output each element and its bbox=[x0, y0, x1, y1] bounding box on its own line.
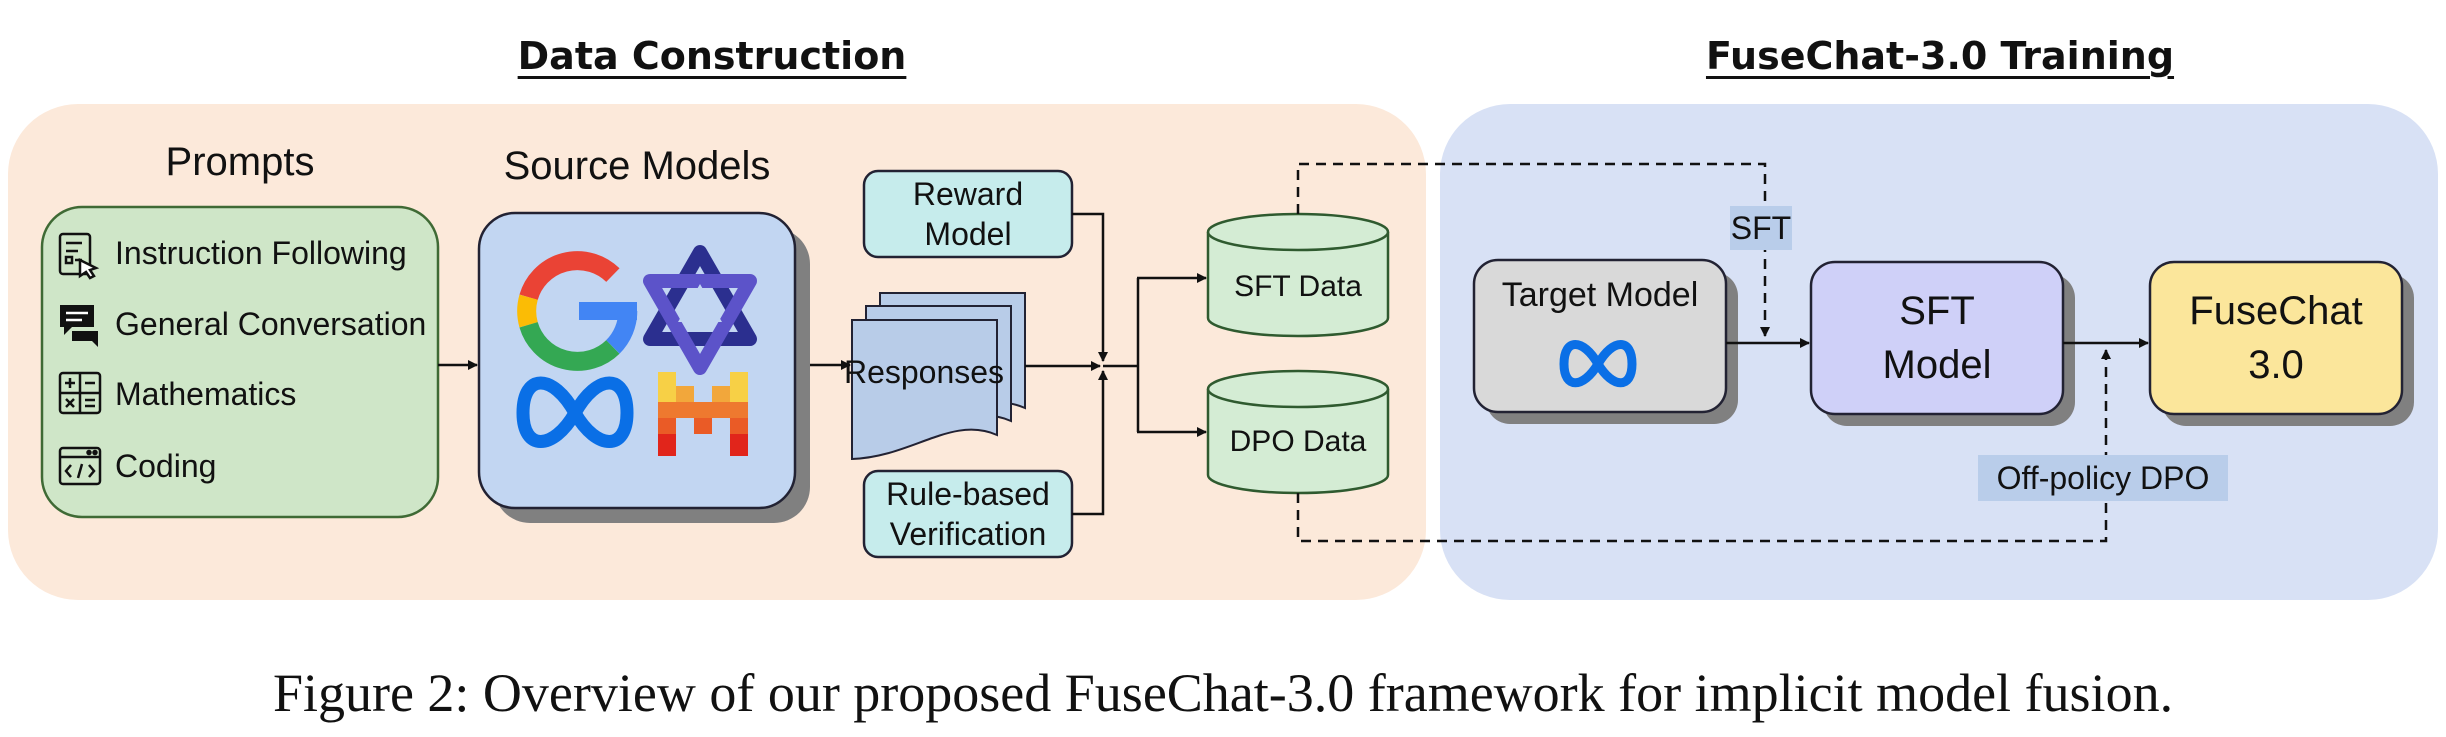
dpo-dashed-path bbox=[1296, 349, 2111, 543]
google-logo-icon bbox=[517, 251, 638, 371]
connector-rule bbox=[1072, 370, 1108, 516]
prompts-box bbox=[40, 205, 440, 519]
sft-data-cylinder bbox=[1206, 212, 1390, 338]
sft-model-label: SFT Model bbox=[1883, 284, 1992, 392]
instruction-icon bbox=[58, 232, 100, 280]
prompt-item-mathematics: Mathematics bbox=[115, 376, 297, 412]
sft-model-line1: SFT bbox=[1899, 289, 1975, 333]
fusechat-line1: FuseChat bbox=[2189, 289, 2363, 333]
dpo-edge-label: Off-policy DPO bbox=[1996, 460, 2210, 496]
sft-edge-label-bg bbox=[1730, 206, 1792, 250]
meta-logo-icon bbox=[516, 376, 634, 448]
responses-label: Responses bbox=[843, 354, 1005, 390]
prompt-item-coding: Coding bbox=[115, 448, 217, 484]
chat-bubbles-icon bbox=[60, 305, 98, 347]
sft-model-box bbox=[1809, 260, 2065, 416]
connector-reward bbox=[1072, 212, 1108, 362]
fusechat-box bbox=[2148, 260, 2404, 416]
sft-model-line2: Model bbox=[1882, 343, 1992, 387]
calculator-icon bbox=[58, 371, 102, 415]
responses-doc-front bbox=[851, 319, 998, 461]
target-model-label: Target Model bbox=[1501, 276, 1699, 314]
prompts-title: Prompts bbox=[165, 140, 315, 184]
figure-caption: Figure 2: Overview of our proposed FuseC… bbox=[272, 663, 2174, 723]
prompt-item-instruction: Instruction Following bbox=[115, 235, 407, 271]
fusechat-label: FuseChat 3.0 bbox=[2189, 284, 2362, 392]
dpo-data-label: DPO Data bbox=[1229, 425, 1367, 458]
rule-verification-line1: Rule-based bbox=[886, 476, 1050, 512]
reward-model-line2: Model bbox=[924, 216, 1012, 252]
fusechat-line2: 3.0 bbox=[2248, 343, 2304, 387]
data-construction-header: Data Construction bbox=[517, 34, 907, 78]
reward-model-label: Reward Model bbox=[913, 174, 1023, 254]
target-model-box bbox=[1472, 258, 1728, 414]
mistral-logo-icon bbox=[658, 372, 748, 456]
rule-verification-line2: Verification bbox=[889, 516, 1047, 552]
source-models-title: Source Models bbox=[503, 144, 771, 188]
meta-logo-icon bbox=[1559, 340, 1637, 388]
sft-data-label: SFT Data bbox=[1234, 270, 1362, 303]
source-models-box bbox=[477, 211, 797, 510]
connector-junction-to-data bbox=[1103, 278, 1140, 432]
code-window-icon bbox=[58, 446, 102, 486]
prompt-item-conversation: General Conversation bbox=[115, 306, 427, 342]
dpo-edge-label-bg bbox=[1978, 455, 2228, 501]
sft-edge-label: SFT bbox=[1730, 210, 1792, 246]
reward-model-line1: Reward bbox=[912, 176, 1024, 212]
rule-verification-label: Rule-based Verification bbox=[886, 474, 1050, 554]
dpo-data-cylinder bbox=[1206, 369, 1390, 495]
training-header: FuseChat-3.0 Training bbox=[1705, 34, 2175, 78]
qwen-logo-icon bbox=[643, 245, 757, 375]
